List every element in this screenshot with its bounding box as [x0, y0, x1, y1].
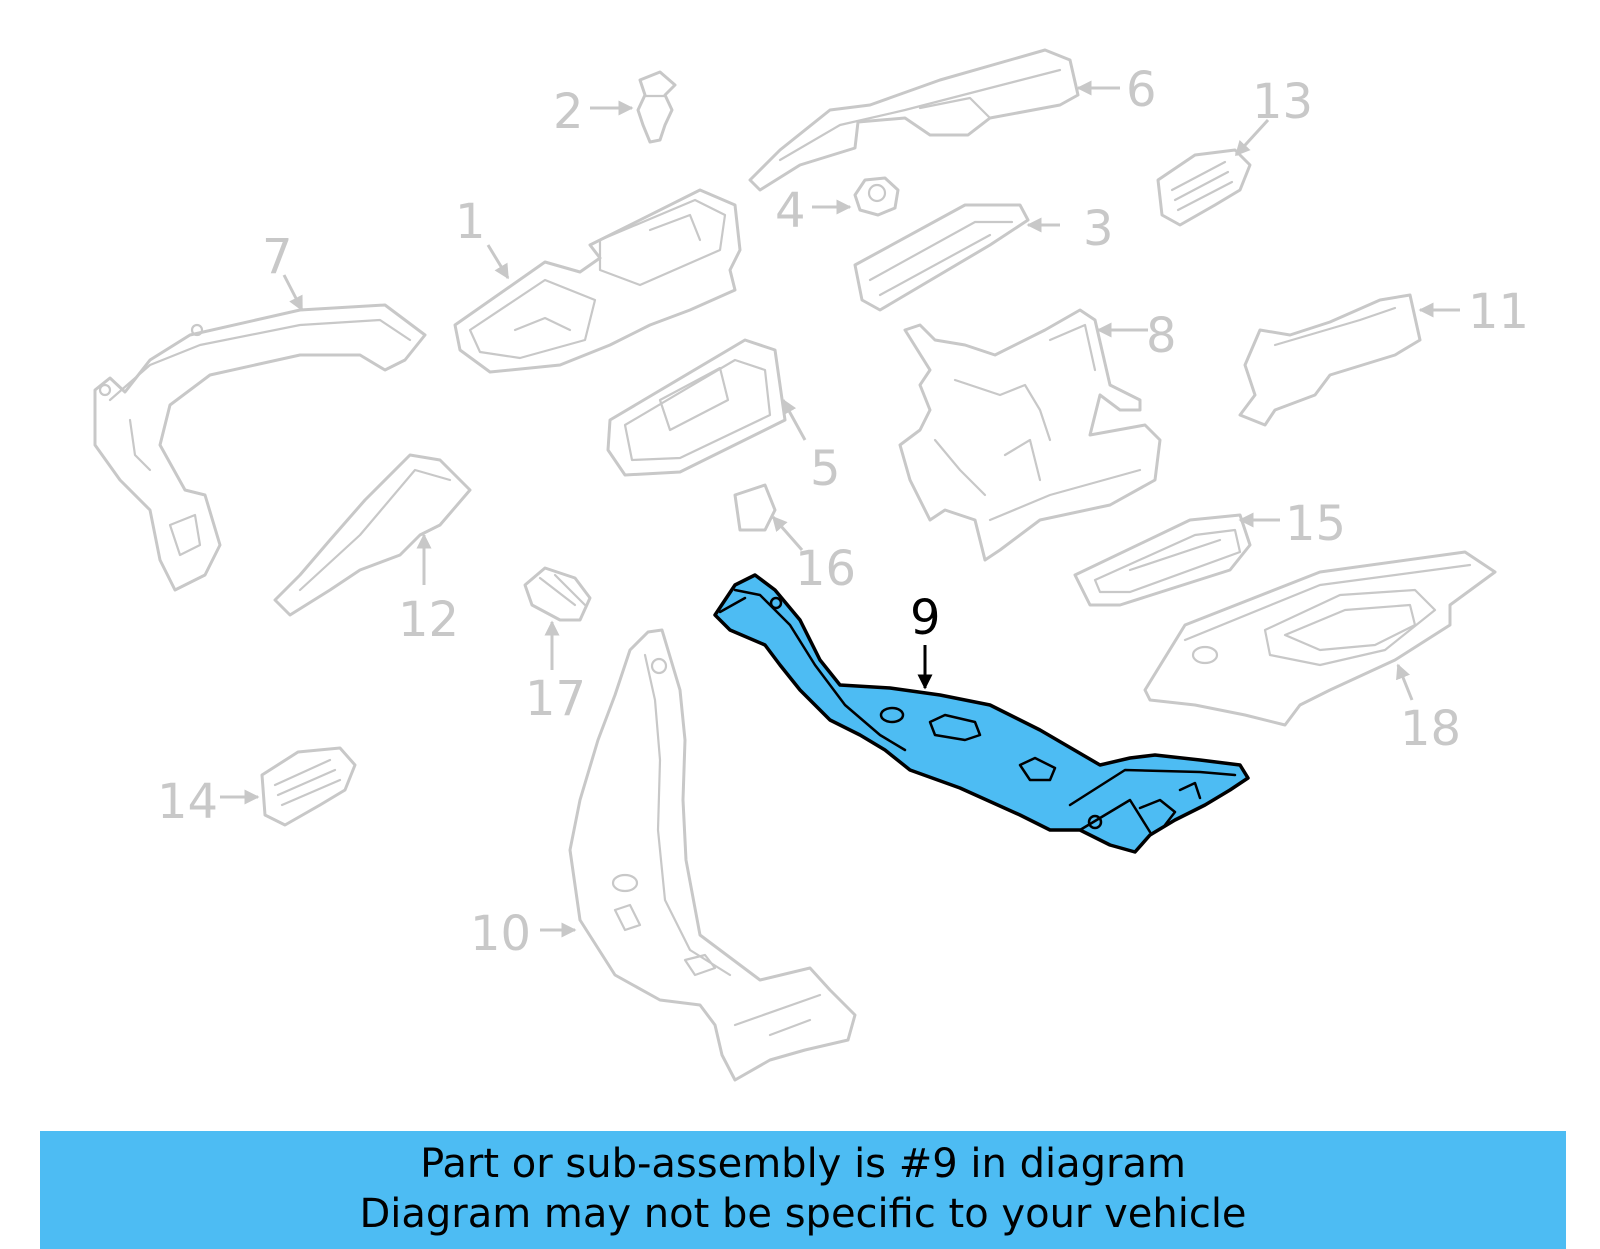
callout-10: 10 [470, 906, 531, 962]
callout-2: 2 [553, 84, 584, 140]
callout-12: 12 [398, 592, 459, 648]
callout-5: 5 [810, 441, 841, 497]
callout-14: 14 [157, 774, 218, 830]
banner-line-2: Diagram may not be specific to your vehi… [359, 1191, 1247, 1237]
banner-line-1: Part or sub-assembly is #9 in diagram [420, 1141, 1186, 1187]
part-17-grommet[interactable] [523, 566, 592, 622]
part-3-grille[interactable] [853, 203, 1030, 312]
part-13-vent[interactable] [1156, 148, 1252, 227]
part-4-nut[interactable] [853, 176, 900, 217]
callout-16: 16 [795, 541, 856, 597]
part-2-clip[interactable] [636, 70, 677, 144]
callout-9: 9 [910, 590, 941, 646]
part-9-duct-highlighted[interactable] [713, 573, 1250, 854]
info-banner: Part or sub-assembly is #9 in diagram Di… [40, 1131, 1566, 1249]
part-18-panel[interactable] [1143, 550, 1497, 727]
part-7-duct[interactable] [93, 303, 427, 592]
callout-4: 4 [775, 183, 806, 239]
part-15-vent[interactable] [1073, 513, 1252, 607]
callout-6: 6 [1126, 62, 1157, 118]
part-12-duct[interactable] [273, 453, 472, 617]
part-11-bracket[interactable] [1238, 293, 1422, 427]
parts-diagram: 1 2 3 4 5 6 7 8 9 10 11 12 13 14 15 16 1… [93, 48, 1529, 1082]
part-8-duct-block[interactable] [898, 308, 1162, 562]
part-10-duct[interactable] [568, 628, 857, 1082]
callout-7: 7 [262, 229, 293, 285]
part-16-clip[interactable] [733, 483, 777, 532]
part-1-vent-assembly[interactable] [453, 188, 742, 374]
callout-11: 11 [1468, 284, 1529, 340]
callout-labels: 1 2 3 4 5 6 7 8 9 10 11 12 13 14 15 16 1… [157, 62, 1529, 962]
callout-8: 8 [1146, 308, 1177, 364]
callout-3: 3 [1083, 201, 1114, 257]
callout-18: 18 [1400, 701, 1461, 757]
part-5-vent[interactable] [606, 338, 787, 477]
callout-13: 13 [1252, 74, 1313, 130]
callout-17: 17 [525, 671, 586, 727]
callout-1: 1 [455, 194, 486, 250]
part-14-vent[interactable] [260, 746, 357, 827]
part-6-duct[interactable] [748, 48, 1080, 192]
leader-arrows [220, 80, 1460, 938]
callout-15: 15 [1285, 496, 1346, 552]
